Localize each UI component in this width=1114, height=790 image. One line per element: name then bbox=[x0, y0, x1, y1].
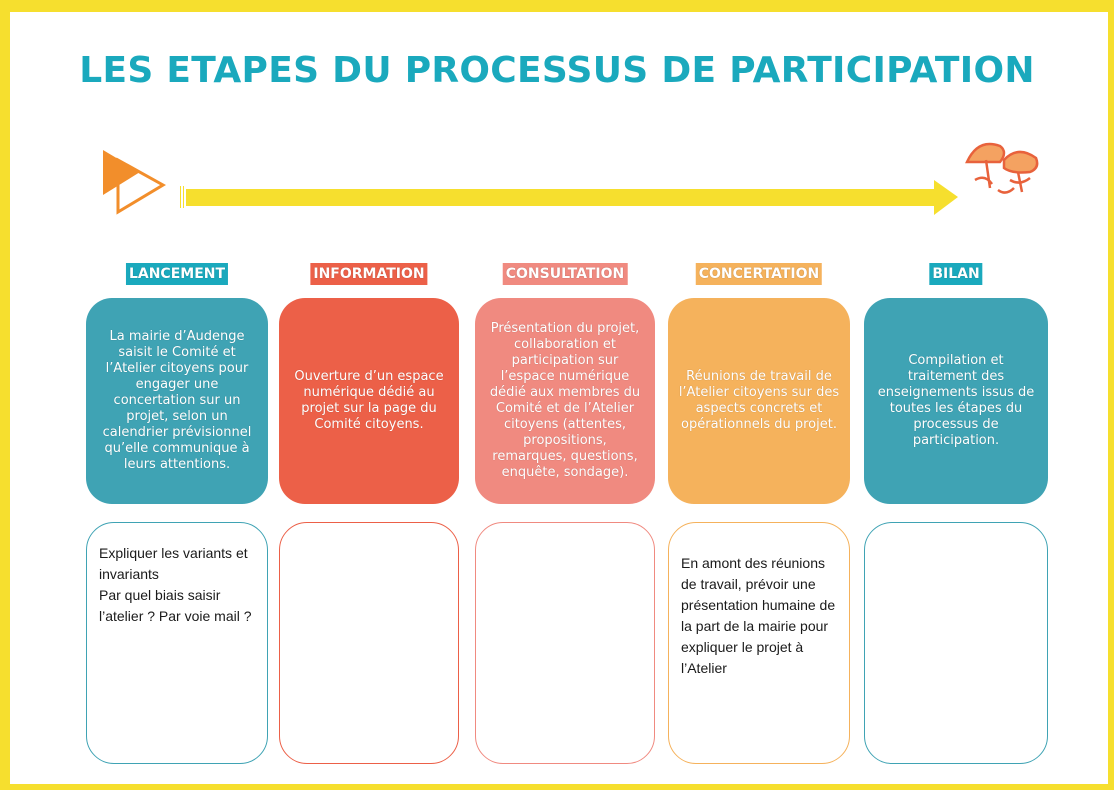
stage-description: Présentation du projet, collaboration et… bbox=[489, 321, 641, 480]
timeline-arrow bbox=[180, 180, 958, 215]
stage-box-consultation: Présentation du projet, collaboration et… bbox=[475, 298, 655, 504]
note-box-concertation[interactable]: En amont des réunions de travail, prévoi… bbox=[668, 522, 850, 764]
stage-box-concertation: Réunions de travail de l’Atelier citoyen… bbox=[668, 298, 850, 504]
stage-box-information: Ouverture d’un espace numérique dédié au… bbox=[279, 298, 459, 504]
stage-description: Réunions de travail de l’Atelier citoyen… bbox=[678, 369, 840, 432]
stage-description: Ouverture d’un espace numérique dédié au… bbox=[294, 369, 444, 432]
note-box-information[interactable] bbox=[279, 522, 459, 764]
stage-label-concertation: CONCERTATION bbox=[695, 263, 823, 285]
stage-label-lancement: LANCEMENT bbox=[125, 263, 229, 285]
note-box-lancement[interactable]: Expliquer les variants et invariants Par… bbox=[86, 522, 268, 764]
stage-label-consultation: CONSULTATION bbox=[502, 263, 628, 285]
stage-label-information: INFORMATION bbox=[310, 263, 428, 285]
page-title: LES ETAPES DU PROCESSUS DE PARTICIPATION bbox=[79, 50, 1035, 91]
stage-label-bilan: BILAN bbox=[929, 263, 983, 285]
note-box-bilan[interactable] bbox=[864, 522, 1048, 764]
mushrooms-icon bbox=[965, 142, 1039, 194]
note-box-consultation[interactable] bbox=[475, 522, 655, 764]
stage-box-bilan: Compilation et traitement des enseigneme… bbox=[864, 298, 1048, 504]
timeline bbox=[103, 142, 1039, 215]
stage-description: La mairie d’Audenge saisit le Comité et … bbox=[102, 329, 252, 472]
stage-box-lancement: La mairie d’Audenge saisit le Comité et … bbox=[86, 298, 268, 504]
stage-description: Compilation et traitement des enseigneme… bbox=[877, 353, 1035, 448]
play-triangle-icon bbox=[103, 150, 166, 215]
